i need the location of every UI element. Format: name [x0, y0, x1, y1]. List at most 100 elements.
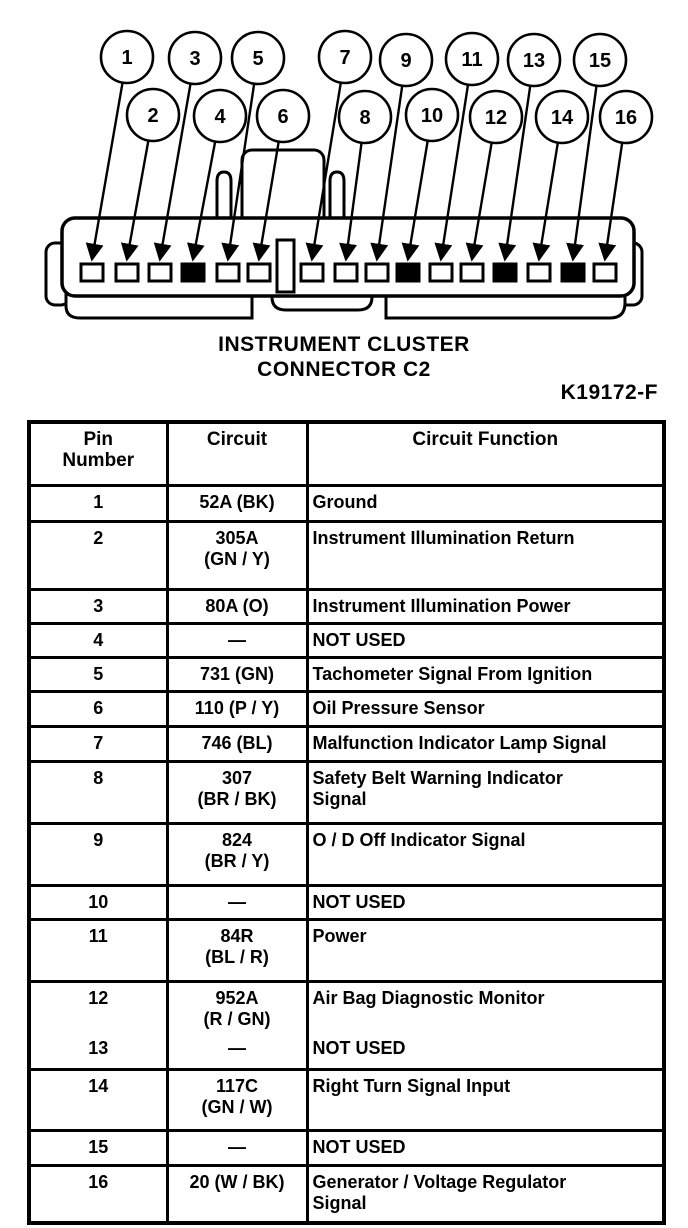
callout-number: 14 [551, 107, 574, 129]
table-header-row: Pin Number Circuit Circuit Function [27, 420, 666, 487]
pin-callout-14: 14 [534, 89, 590, 145]
pin-square-9 [364, 262, 390, 283]
callout-circle [125, 87, 181, 143]
callout-circle [99, 29, 155, 85]
function-cell: Generator / Voltage Regulator Signal [305, 1163, 666, 1225]
leader-line-13 [498, 59, 536, 262]
pin-square-11 [428, 262, 454, 283]
pin-square-16 [592, 262, 618, 283]
pin-square-13 [492, 262, 518, 283]
callout-number: 3 [189, 48, 200, 70]
callout-circle [255, 88, 311, 144]
pin-callout-16: 16 [598, 89, 654, 145]
circuit-cell: 824 (BR / Y) [165, 821, 309, 887]
connector-body [60, 216, 636, 298]
callout-circle [337, 89, 393, 145]
circuit-cell: 117C (GN / W) [165, 1067, 309, 1132]
leader-line-3 [153, 57, 197, 262]
pin-callout-13: 13 [506, 32, 562, 88]
leader-line-5 [221, 57, 260, 262]
circuit-cell: 305A (GN / Y) [165, 519, 309, 591]
pin-square-10 [395, 262, 421, 283]
callout-number: 4 [214, 106, 226, 128]
callout-circle [572, 32, 628, 88]
pin-cell: 5 [27, 655, 169, 693]
caption-line1: INSTRUMENT CLUSTER [218, 333, 470, 356]
table-row: 12 952A (R / GN) Air Bag Diagnostic Moni… [27, 979, 666, 1033]
callout-number: 13 [523, 50, 545, 72]
function-cell: NOT USED [305, 883, 666, 921]
callout-number: 12 [485, 107, 507, 129]
callout-number: 10 [421, 105, 443, 127]
callout-circle [167, 30, 223, 86]
function-cell: NOT USED [305, 621, 666, 659]
circuit-cell: — [165, 1033, 309, 1071]
pin-cell: 14 [27, 1067, 169, 1132]
circuit-cell: — [165, 1128, 309, 1167]
pin-square-14 [526, 262, 552, 283]
circuit-cell: 80A (O) [165, 587, 309, 625]
circuit-cell: — [165, 621, 309, 659]
pin-cell: 1 [27, 483, 169, 523]
table-row: 13 — NOT USED [27, 1033, 666, 1071]
function-cell: NOT USED [305, 1128, 666, 1167]
callout-number: 6 [277, 106, 288, 128]
table-row: 11 84R (BL / R) Power [27, 917, 666, 983]
function-cell: Safety Belt Warning Indicator Signal [305, 759, 666, 825]
circuit-cell: 52A (BK) [165, 483, 309, 523]
header-circuit-function: Circuit Function [305, 420, 666, 487]
pin-square-12 [459, 262, 485, 283]
circuit-cell: 110 (P / Y) [165, 689, 309, 728]
leader-line-1 [85, 56, 129, 262]
pin-square-5 [215, 262, 241, 283]
pin-cell: 10 [27, 883, 169, 921]
callout-number: 11 [461, 49, 482, 71]
figure-caption: INSTRUMENT CLUSTER CONNECTOR C2 [0, 332, 688, 382]
pin-callout-10: 10 [404, 87, 460, 143]
callout-number: 8 [359, 107, 370, 129]
leader-line-7 [305, 56, 347, 262]
figure-code: K19172-F [560, 381, 658, 404]
connector-latch-left [215, 170, 233, 223]
circuit-cell: 84R (BL / R) [165, 917, 309, 983]
pin-callout-8: 8 [337, 89, 393, 145]
circuit-cell: 307 (BR / BK) [165, 759, 309, 825]
callout-circle [534, 89, 590, 145]
header-pin-number: Pin Number [27, 420, 169, 487]
pin-cell: 6 [27, 689, 169, 728]
function-cell: Power [305, 917, 666, 983]
callout-circle [378, 32, 434, 88]
table-row: 14 117C (GN / W) Right Turn Signal Input [27, 1067, 666, 1132]
callout-number: 9 [400, 50, 411, 72]
pinout-table: Pin Number Circuit Circuit Function 1 52… [27, 420, 666, 1225]
function-cell: NOT USED [305, 1033, 666, 1071]
callout-circle [468, 89, 524, 145]
pin-callout-4: 4 [192, 88, 248, 144]
callout-circle [317, 29, 373, 85]
callout-circle [192, 88, 248, 144]
connector-key-slot [275, 238, 296, 294]
pin-cell: 8 [27, 759, 169, 825]
callout-number: 5 [252, 48, 263, 70]
callout-number: 16 [615, 107, 637, 129]
function-cell: Ground [305, 483, 666, 523]
function-cell: Instrument Illumination Power [305, 587, 666, 625]
caption-line2: CONNECTOR C2 [257, 358, 431, 381]
pin-cell: 15 [27, 1128, 169, 1167]
table-row: 10 — NOT USED [27, 883, 666, 921]
callout-circle [444, 31, 500, 87]
table-row: 4 — NOT USED [27, 621, 666, 659]
pin-square-15 [560, 262, 586, 283]
pin-square-7 [299, 262, 325, 283]
circuit-cell: 746 (BL) [165, 724, 309, 763]
circuit-cell: 731 (GN) [165, 655, 309, 693]
pin-callout-3: 3 [167, 30, 223, 86]
pin-callout-5: 5 [230, 30, 286, 86]
connector-top-tab [240, 148, 326, 227]
table-row: 8 307 (BR / BK) Safety Belt Warning Indi… [27, 759, 666, 825]
callout-circle [230, 30, 286, 86]
pin-square-6 [246, 262, 272, 283]
table-row: 6 110 (P / Y) Oil Pressure Sensor [27, 689, 666, 728]
